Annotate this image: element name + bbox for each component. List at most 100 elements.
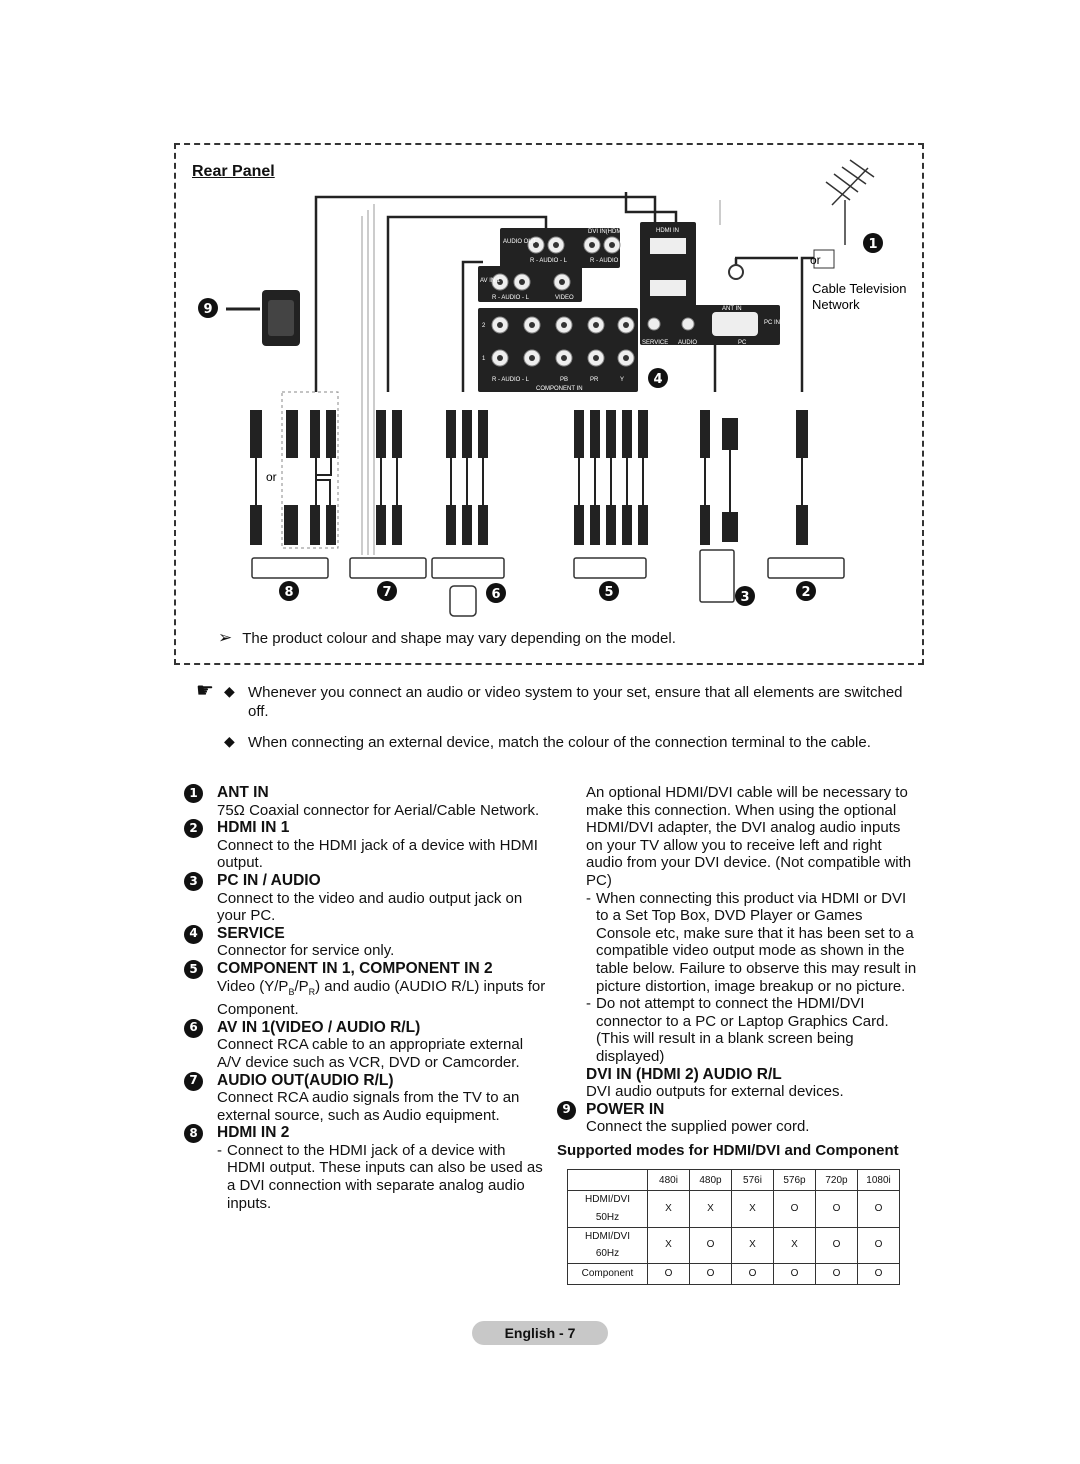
dvi-audio-desc: DVI audio outputs for external devices.: [586, 1083, 844, 1101]
num-2-device: 2: [801, 585, 810, 600]
table-cell: O: [857, 1190, 900, 1228]
vcr-icon: [431, 557, 505, 579]
arrow-icon: ➢: [218, 628, 233, 648]
num-3-device: 3: [740, 590, 749, 605]
table-header: 720p: [815, 1169, 858, 1192]
item-av-in: 6 AV IN 1(VIDEO / AUDIO R/L) Connect RCA…: [184, 1018, 546, 1072]
or-label-antenna: or: [810, 253, 821, 267]
right-column: An optional HDMI/DVI cable will be neces…: [557, 784, 919, 1285]
number-badge: 5: [184, 959, 203, 979]
audio-out-label: AUDIO OUT: [503, 239, 537, 245]
audio-label: AUDIO: [678, 340, 697, 346]
table-cell: X: [647, 1190, 690, 1228]
item-power-in: 9 POWER IN Connect the supplied power co…: [557, 1100, 919, 1136]
table-cell: X: [689, 1190, 732, 1228]
r-audio-l-label-1: R - AUDIO - L: [530, 258, 568, 264]
table-cell: O: [857, 1262, 900, 1285]
table-cell: O: [815, 1226, 858, 1264]
table-cell: O: [773, 1262, 816, 1285]
num-1-antenna: 1: [868, 237, 877, 252]
page-footer: English - 7: [472, 1321, 608, 1345]
table-header-row: 480i 480p 576i 576p 720p 1080i: [567, 1169, 900, 1192]
safety-bullets: ☛ ◆ Whenever you connect an audio or vide…: [196, 678, 916, 764]
table-cell: X: [731, 1190, 774, 1228]
r-audio-l-label-3: R - AUDIO - L: [492, 295, 530, 301]
table-cell: O: [815, 1262, 858, 1285]
dvi-audio-title: DVI IN (HDMI 2) AUDIO R/L: [586, 1065, 782, 1083]
item-title: HDMI IN 2: [217, 1124, 290, 1142]
table-header: 480p: [689, 1169, 732, 1192]
table-header: 576p: [773, 1169, 816, 1192]
table-header: 1080i: [857, 1169, 900, 1192]
number-badge: 1: [184, 784, 203, 803]
table-cell: O: [857, 1226, 900, 1264]
settop-box-icon: [767, 557, 845, 579]
item-audio-out: 7 AUDIO OUT(AUDIO R/L) Connect RCA audio…: [184, 1071, 546, 1125]
item-title: COMPONENT IN 1, COMPONENT IN 2: [217, 959, 493, 977]
or-label-hdmi: or: [266, 470, 277, 484]
row-label: HDMI/DVI 60Hz: [567, 1226, 648, 1264]
item-hdmi-in-2: 8 HDMI IN 2 Connect to the HDMI jack of …: [184, 1124, 546, 1212]
bullet-text: Whenever you connect an audio or video s…: [248, 684, 903, 720]
table-row: HDMI/DVI 60Hz X O X X O O: [567, 1226, 900, 1264]
num-9-power: 9: [203, 302, 212, 317]
cable-tv-label: Cable Television: [812, 281, 906, 296]
item-title: HDMI IN 1: [217, 819, 290, 837]
pr-label: PR: [590, 377, 599, 383]
note-line: ➢ The product colour and shape may vary d…: [218, 628, 676, 648]
item-desc: Connect the supplied power cord.: [586, 1118, 810, 1136]
table-cell: O: [731, 1262, 774, 1285]
component-2-label: 2: [482, 323, 486, 329]
number-badge: 7: [184, 1071, 203, 1091]
num-5-device: 5: [604, 585, 613, 600]
num-8-device: 8: [284, 585, 293, 600]
number-badge: 4: [184, 924, 203, 944]
number-badge: 6: [184, 1018, 203, 1038]
table-cell: O: [689, 1226, 732, 1264]
rear-panel-frame: [174, 143, 924, 665]
dash-item: When connecting this product via HDMI or…: [586, 890, 919, 996]
bullet-item: ◆ Whenever you connect an audio or video …: [196, 683, 916, 721]
tv-rear-connectors: DVI IN(HDMI 2) HDMI IN AUDIO OUT R - AUD…: [478, 222, 780, 392]
antenna-icon: [825, 159, 875, 245]
num-7-device: 7: [382, 585, 391, 600]
rear-panel-title: Rear Panel: [192, 163, 275, 180]
table-cell: O: [647, 1262, 690, 1285]
table-cell: X: [647, 1226, 690, 1264]
r-audio-l-label-4: R - AUDIO - L: [492, 377, 530, 383]
pc-in-label: PC IN: [764, 320, 780, 326]
camcorder-icon: [449, 585, 477, 617]
ant-in-label: ANT IN: [722, 306, 742, 312]
video-label: VIDEO: [555, 295, 574, 301]
y-label: Y: [620, 377, 624, 383]
pointing-hand-icon: ☛: [196, 678, 214, 702]
number-badge: 8: [184, 1124, 203, 1144]
table-header: 576i: [731, 1169, 774, 1192]
hdmi-dvi-paragraph: An optional HDMI/DVI cable will be neces…: [586, 784, 912, 889]
component-1-label: 1: [482, 356, 486, 362]
dash-list: When connecting this product via HDMI or…: [557, 890, 919, 1066]
number-badge: 9: [557, 1100, 576, 1120]
hdmi-in-label: HDMI IN: [656, 228, 679, 234]
note-text: The product colour and shape may vary de…: [242, 630, 676, 647]
item-hdmi-in-1: 2 HDMI IN 1 Connect to the HDMI jack of …: [184, 819, 546, 872]
row-label: Component: [567, 1262, 648, 1285]
table-row: HDMI/DVI 50Hz X X X O O O: [567, 1190, 900, 1228]
bullet-item: ◆When connecting an external device, mat…: [196, 733, 916, 752]
table-header: 480i: [647, 1169, 690, 1192]
item-pc-in: 3 PC IN / AUDIO Connect to the video and…: [184, 871, 546, 925]
network-label: Network: [812, 297, 860, 312]
item-desc: Connect to the video and audio output ja…: [217, 889, 523, 925]
service-label: SERVICE: [642, 340, 668, 346]
item-component-in: 5 COMPONENT IN 1, COMPONENT IN 2 Video (…: [184, 959, 546, 1019]
table-row: Component O O O O O O: [567, 1262, 900, 1285]
table-cell: O: [689, 1262, 732, 1285]
component-in-label: COMPONENT IN: [536, 386, 583, 392]
item-desc: Video (Y/PB/PR) and audio (AUDIO R/L) in…: [217, 977, 546, 1019]
diamond-icon: ◆: [224, 684, 235, 700]
table-cell: X: [773, 1226, 816, 1264]
supported-modes-table: 480i 480p 576i 576p 720p 1080i HDMI/DVI …: [567, 1169, 900, 1285]
supported-modes-title: Supported modes for HDMI/DVI and Compone…: [557, 1141, 899, 1159]
table-cell: X: [731, 1226, 774, 1264]
item-desc: 75Ω Coaxial connector for Aerial/Cable N…: [217, 801, 540, 819]
